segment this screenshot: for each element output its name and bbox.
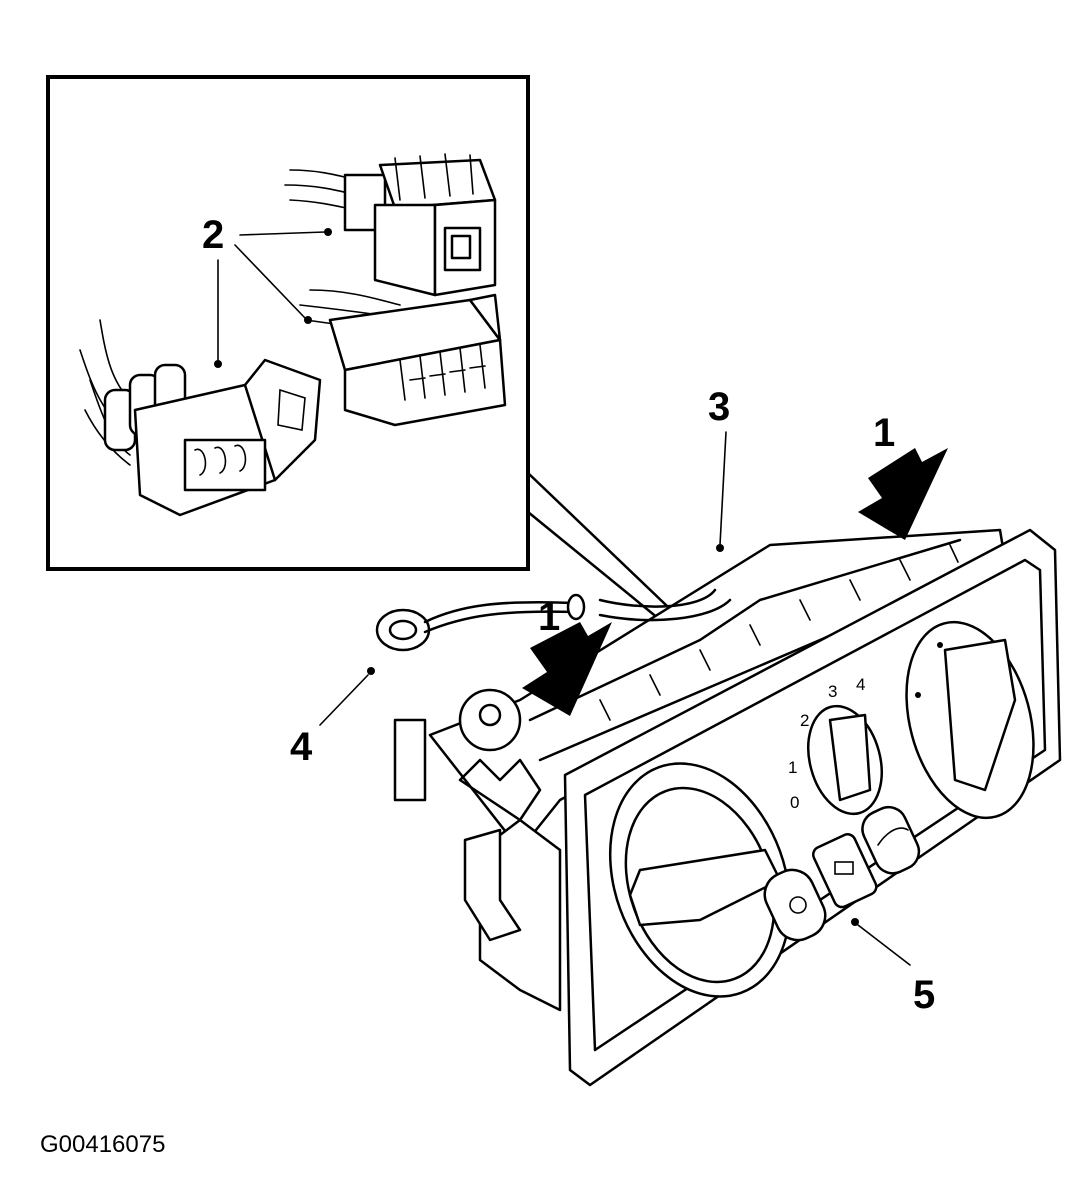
connector-left [79, 319, 322, 517]
callout-2: 2 [202, 213, 224, 257]
connector-detail-inset [46, 75, 692, 634]
panel-buttons [763, 805, 921, 942]
arrow-1-lower [522, 622, 612, 716]
ground-strap [375, 593, 586, 652]
callout-4: 4 [290, 725, 313, 769]
arrow-1-upper [858, 448, 948, 540]
connector-small-upper [284, 153, 497, 297]
control-panel-assembly: 0 1 2 3 4 [375, 448, 1062, 1087]
fan-scale-0: 0 [790, 793, 799, 812]
fan-scale-4: 4 [856, 675, 865, 694]
callout-1-lower: 1 [538, 595, 560, 639]
fan-scale-2: 2 [800, 711, 809, 730]
callout-1-upper: 1 [873, 411, 895, 455]
fan-scale-3: 3 [828, 682, 837, 701]
callout-3: 3 [708, 385, 730, 429]
figure-id: G00416075 [40, 1131, 165, 1158]
callout-5: 5 [913, 973, 935, 1017]
fan-scale-1: 1 [788, 758, 797, 777]
connector-large-middle [299, 289, 507, 427]
